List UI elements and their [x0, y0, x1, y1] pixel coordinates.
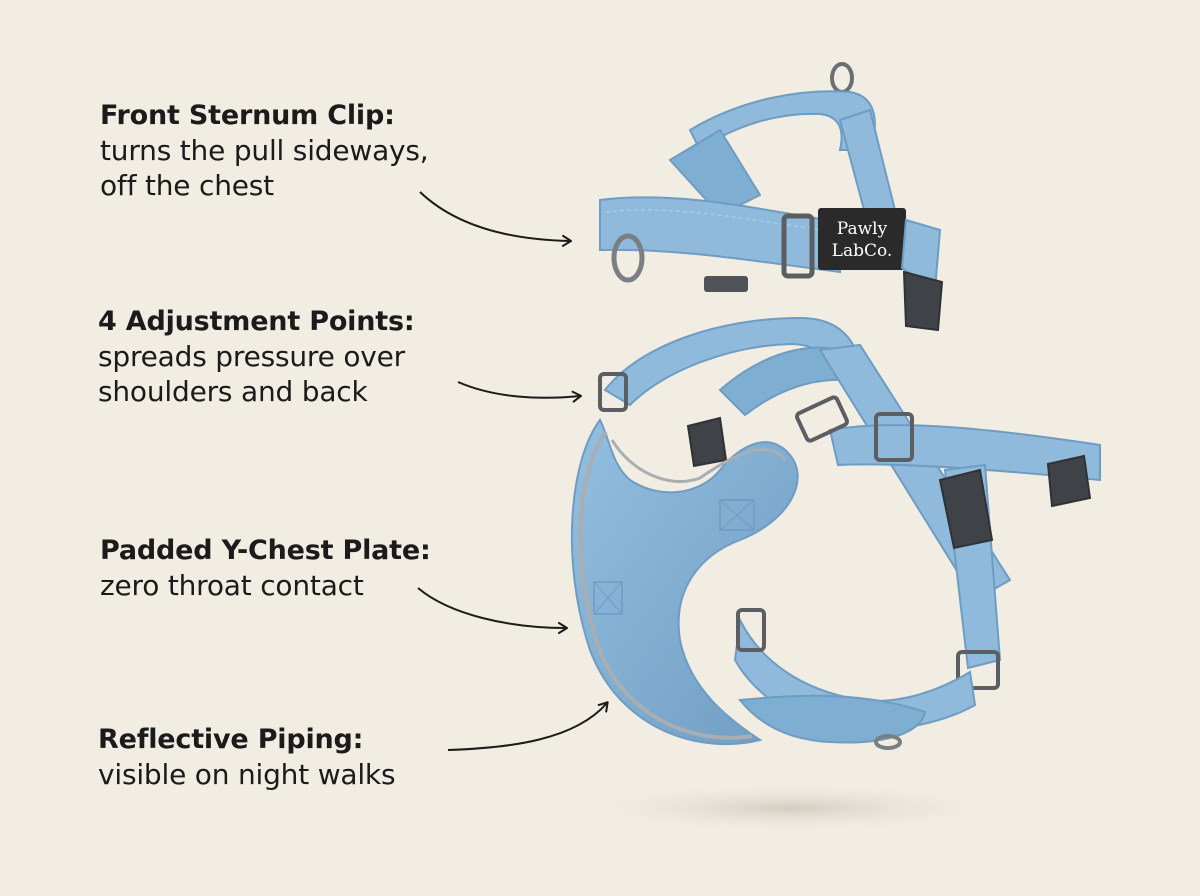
brand-label-line2: LabCo.	[832, 241, 893, 261]
stitch-box-cross	[593, 581, 623, 615]
callout-chest-plate: Padded Y-Chest Plate: zero throat contac…	[100, 534, 520, 603]
slider-icon	[795, 395, 849, 443]
callout-description-line: turns the pull sideways,	[100, 134, 429, 167]
belly-pad	[738, 694, 927, 744]
buckle-icon	[686, 416, 728, 468]
slider-icon	[956, 650, 1000, 690]
stitch-box-cross	[719, 499, 755, 531]
callout-description-line: spreads pressure over	[98, 340, 405, 373]
slider-icon	[736, 608, 766, 652]
callout-title: Front Sternum Clip:	[100, 100, 395, 131]
slider-icon	[874, 412, 914, 462]
slider-icon	[781, 213, 815, 279]
arrow-icon	[419, 191, 572, 247]
buckle-icon	[704, 276, 748, 292]
stitch-box	[719, 499, 755, 531]
d-ring-icon	[830, 62, 854, 94]
callout-title: 4 Adjustment Points:	[98, 306, 415, 337]
shoulder-strap	[668, 128, 762, 217]
callout-description-line: off the chest	[100, 169, 274, 202]
girth-strap	[828, 424, 1101, 482]
reflective-piping	[610, 439, 787, 484]
callout-title: Reflective Piping:	[98, 724, 364, 755]
callout-reflective-piping: Reflective Piping: visible on night walk…	[98, 723, 518, 792]
arrow-icon	[457, 381, 582, 403]
collar-band	[599, 196, 841, 274]
buckle-icon	[1046, 454, 1092, 508]
callout-description-line: visible on night walks	[98, 758, 396, 791]
d-ring-icon	[611, 233, 645, 283]
callout-description-line: zero throat contact	[100, 569, 364, 602]
arrow-icon	[417, 587, 568, 634]
buckle-icon	[902, 270, 944, 332]
floor-shadow	[560, 782, 1020, 834]
collar-band-stitch	[605, 209, 837, 233]
buckle-icon	[938, 468, 994, 550]
slider-icon	[598, 372, 628, 412]
brand-label-line1: Pawly	[837, 219, 888, 239]
chest-plate	[570, 418, 799, 746]
callout-front-sternum-clip: Front Sternum Clip: turns the pull sidew…	[100, 99, 520, 203]
arrow-icon	[447, 701, 609, 751]
callout-adjustment-points: 4 Adjustment Points: spreads pressure ov…	[98, 305, 518, 409]
reflective-piping	[578, 430, 753, 740]
harness-body-group	[570, 316, 1101, 750]
brand-tag	[818, 208, 906, 270]
neck-strap-group: Pawly LabCo.	[599, 62, 944, 332]
stitch-box	[593, 581, 623, 615]
callout-description-line: shoulders and back	[98, 375, 368, 408]
d-ring-icon	[874, 734, 902, 750]
callout-title: Padded Y-Chest Plate:	[100, 535, 431, 566]
